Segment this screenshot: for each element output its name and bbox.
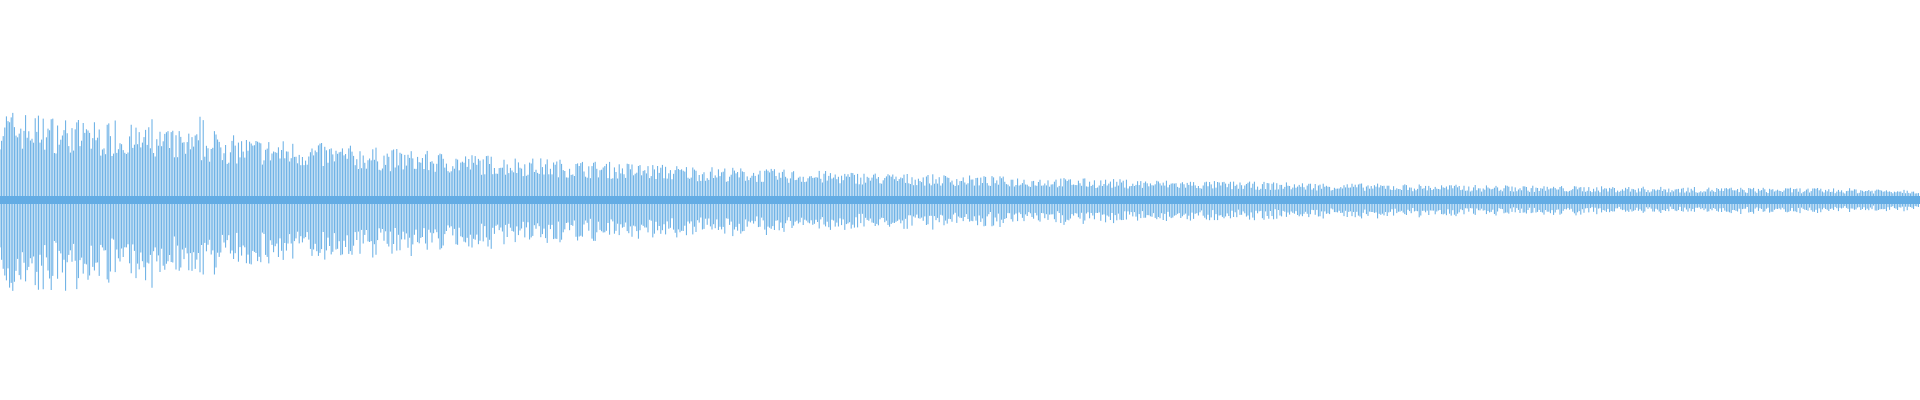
- waveform-center-band: [0, 196, 1920, 204]
- waveform-bars: [0, 112, 1920, 291]
